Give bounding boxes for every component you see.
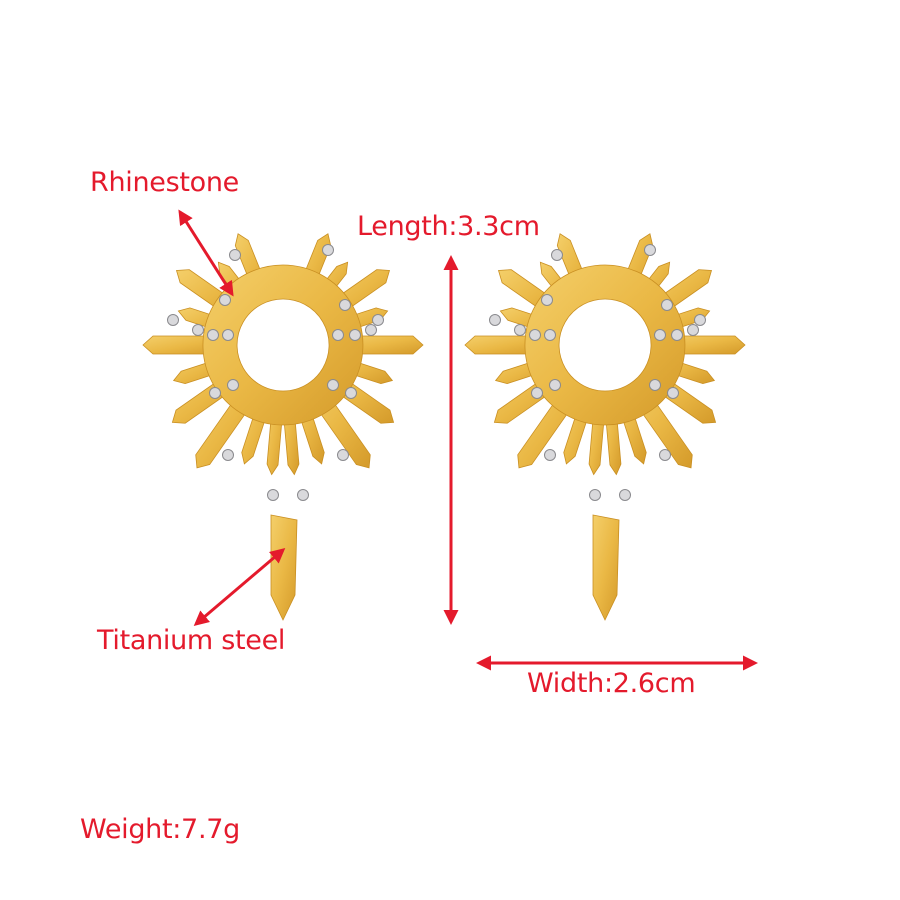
rhinestone [489, 314, 501, 326]
rhinestone [619, 489, 631, 501]
width-label: Width:2.6cm [527, 668, 696, 699]
rhinestone [297, 489, 309, 501]
rhinestone [349, 329, 361, 341]
rhinestone [327, 379, 339, 391]
rhinestone [365, 324, 377, 336]
rhinestone [229, 249, 241, 261]
rhinestone [514, 324, 526, 336]
rhinestone [222, 449, 234, 461]
rhinestone [227, 379, 239, 391]
rhinestone [372, 314, 384, 326]
earring-right [464, 233, 746, 621]
rhinestone [589, 489, 601, 501]
ring [524, 264, 686, 426]
rhinestone [192, 324, 204, 336]
rhinestone [551, 249, 563, 261]
rhinestone-arrow [178, 209, 234, 297]
rhinestone [659, 449, 671, 461]
rhinestone [219, 294, 231, 306]
rhinestone [207, 329, 219, 341]
length-label: Length:3.3cm [357, 211, 540, 242]
rhinestone [649, 379, 661, 391]
stem [592, 514, 620, 621]
titanium-steel-label: Titanium steel [97, 625, 286, 656]
earring-left [142, 233, 424, 621]
rhinestone [687, 324, 699, 336]
rhinestone [345, 387, 357, 399]
rhinestone [694, 314, 706, 326]
rhinestone [339, 299, 351, 311]
ring [202, 264, 364, 426]
rhinestone [529, 329, 541, 341]
rhinestone [654, 329, 666, 341]
rhinestone [222, 329, 234, 341]
rhinestone [541, 294, 553, 306]
rhinestone [531, 387, 543, 399]
rhinestone [671, 329, 683, 341]
rhinestone [544, 449, 556, 461]
rhinestone-label: Rhinestone [90, 167, 239, 198]
rhinestone [667, 387, 679, 399]
rhinestone [267, 489, 279, 501]
rhinestone [209, 387, 221, 399]
rhinestone [167, 314, 179, 326]
weight-label: Weight:7.7g [80, 814, 240, 845]
rhinestone [337, 449, 349, 461]
rhinestone [332, 329, 344, 341]
titanium-arrow [193, 548, 286, 626]
rhinestone [661, 299, 673, 311]
rhinestone [544, 329, 556, 341]
rhinestone [644, 244, 656, 256]
stem [270, 514, 298, 621]
rhinestone [549, 379, 561, 391]
rhinestone [322, 244, 334, 256]
